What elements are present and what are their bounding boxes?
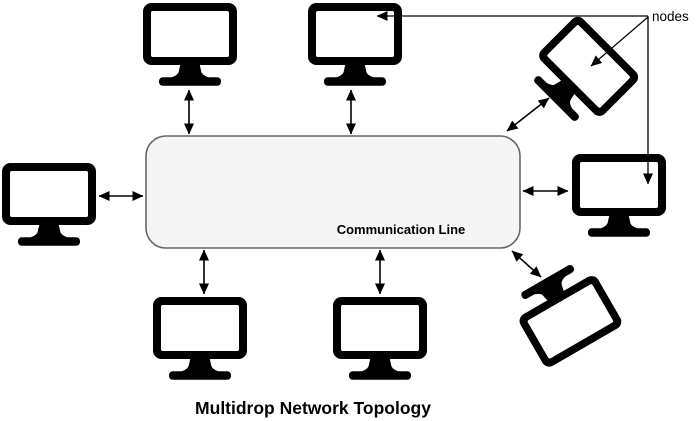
nodes-annotation-label: nodes bbox=[652, 9, 689, 24]
communication-line-box-border bbox=[145, 135, 521, 249]
arrow-top-right-tilted-node bbox=[506, 97, 550, 132]
monitor-icon-bottom-right-tilted bbox=[506, 255, 625, 370]
nodes-pointer-to-tilted bbox=[590, 16, 649, 67]
diagram-title: Multidrop Network Topology bbox=[195, 398, 431, 418]
monitor-icon-bottom-left bbox=[153, 297, 247, 380]
monitor-icon-top-left bbox=[143, 3, 237, 86]
arrow-bottom-right-tilted-node bbox=[511, 250, 542, 278]
communication-line-label: Communication Line bbox=[337, 222, 466, 237]
monitor-icon-left bbox=[2, 163, 96, 246]
communication-line-box bbox=[146, 136, 520, 248]
monitor-icon-top-right-tilted bbox=[521, 13, 642, 134]
monitor-icon-bottom-middle bbox=[333, 297, 427, 380]
monitor-icon-right bbox=[572, 154, 666, 237]
